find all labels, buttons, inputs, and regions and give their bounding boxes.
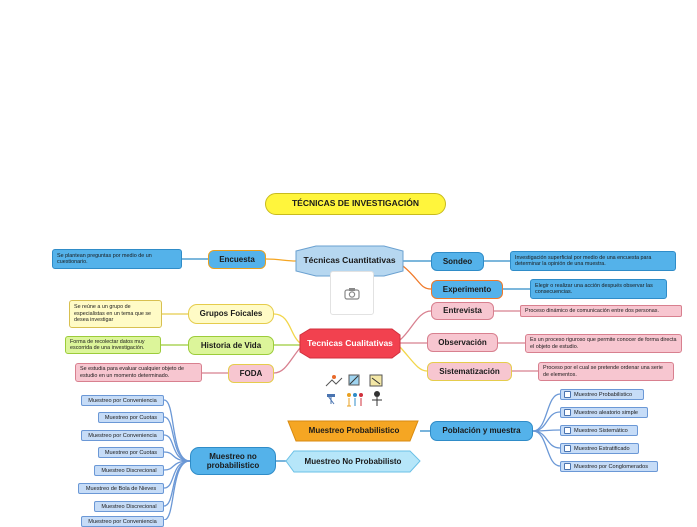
experimento-note: Elegir o realizar una acción después obs… [530,279,667,299]
muestreo-probabilistico-node[interactable]: Muestreo Probabilistico [308,426,400,436]
historia-de-vida-node[interactable]: Historia de Vida [188,336,274,355]
encuesta-node[interactable]: Encuesta [208,250,266,269]
probabilistico-type[interactable]: Muestreo por Conglomerados [560,461,658,472]
no-probabilistico-type[interactable]: Muestreo de Bola de Nieves [78,483,164,494]
no-probabilistico-type[interactable]: Muestreo por Cuotas [98,412,164,423]
tecnicas-cualitativas-node[interactable]: Tecnicas Cualitativas [307,337,393,348]
sondeo-node[interactable]: Sondeo [431,252,484,271]
observacion-note: Es un proceso riguroso que permite conoc… [525,334,682,353]
tecnicas-cuantitativas-node[interactable]: Técnicas Cuantitativas [303,255,396,266]
checkbox-icon [564,409,571,416]
grupos-focales-note: Se reúne a un grupo de especialistas en … [69,300,162,328]
probabilistico-type[interactable]: Muestreo Estratificado [560,443,639,454]
encuesta-note: Se plantean preguntas por medio de un cu… [52,249,182,269]
checkbox-icon [564,445,571,452]
probabilistico-type[interactable]: Muestreo Sistemático [560,425,638,436]
no-probabilistico-type[interactable]: Muestreo por Conveniencia [81,430,164,441]
people-clipart-icon [322,372,388,410]
grupos-focales-node[interactable]: Grupos Foicales [188,304,274,324]
no-probabilistico-type[interactable]: Muestreo Discrecional [94,465,164,476]
checkbox-icon [564,463,571,470]
no-probabilistico-type[interactable]: Muestreo por Conveniencia [81,395,164,406]
checkbox-icon [564,391,571,398]
experimento-node[interactable]: Experimento [431,280,503,299]
sondeo-note: Investigación superficial por medio de u… [510,251,676,271]
observacion-node[interactable]: Observación [427,333,498,352]
entrevista-note: Proceso dinámico de comunicación entre d… [520,305,682,317]
entrevista-node[interactable]: Entrevista [431,302,494,320]
no-probabilistico-type[interactable]: Muestreo por Cuotas [98,447,164,458]
historia-de-vida-note: Forma de recolectar datos muy escorrida … [65,336,161,354]
foda-note: Se estudia para evaluar cualquier objeto… [75,363,202,382]
foda-node[interactable]: FODA [228,364,274,383]
main-title[interactable]: TÉCNICAS DE INVESTIGACIÓN [265,193,446,215]
probabilistico-type[interactable]: Muestreo Probabilistico [560,389,644,400]
muestreo-no-probabilistico-node[interactable]: Muestreo No Probabilisto [304,456,402,466]
sistematizacion-note: Proceso por el cual se pretende ordenar … [538,362,674,381]
poblacion-muestra-node[interactable]: Población y muestra [430,421,533,441]
no-probabilistico-type[interactable]: Muestreo por Conveniencia [81,516,164,527]
image-placeholder-icon [330,271,374,315]
sistematizacion-node[interactable]: Sistematización [427,362,512,381]
checkbox-icon [564,427,571,434]
muestreo-no-probabilistico-hub[interactable]: Muestreo no probabilistico [190,447,276,475]
probabilistico-type[interactable]: Muestreo aleatorio simple [560,407,648,418]
no-probabilistico-type[interactable]: Muestreo Discrecional [94,501,164,512]
